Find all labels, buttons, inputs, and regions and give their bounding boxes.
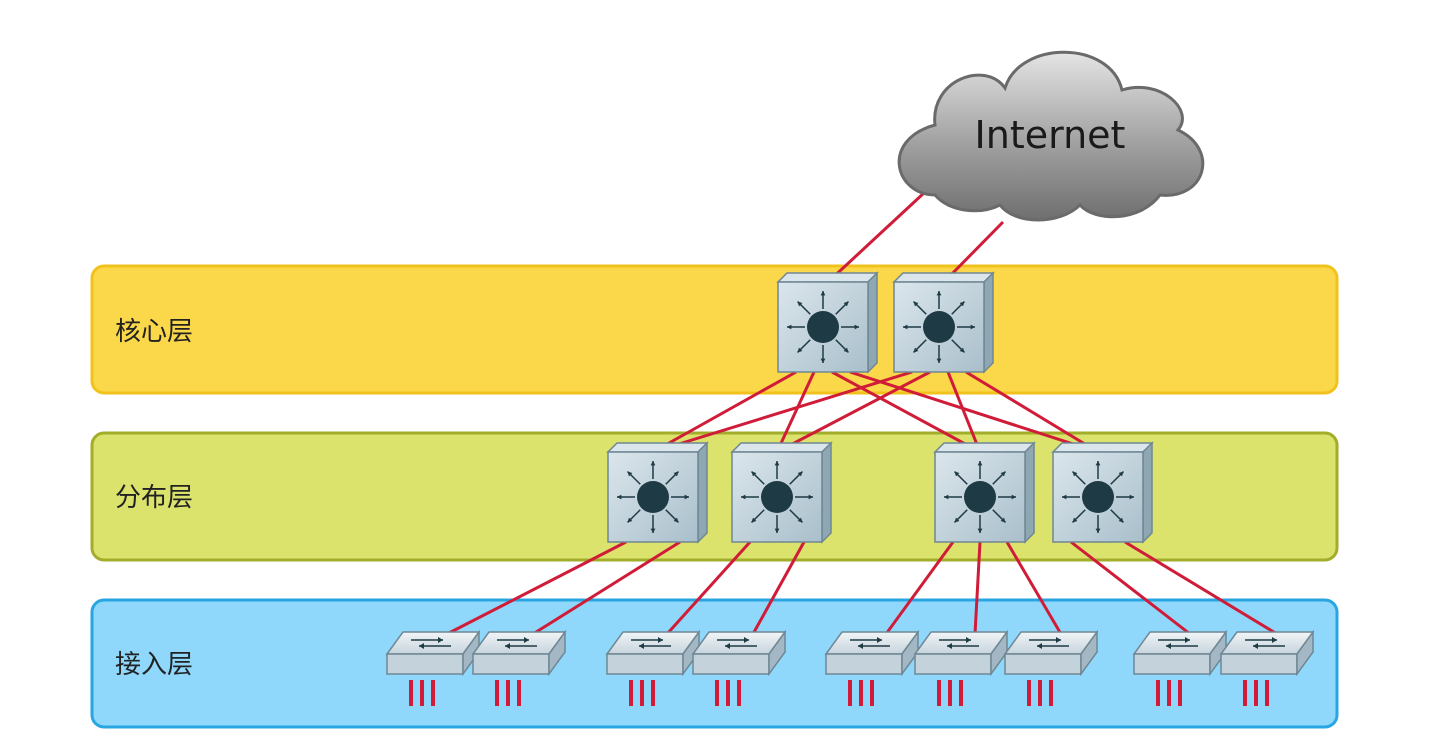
access-switch-icon [691, 629, 787, 706]
access-switch-icon [1003, 629, 1099, 706]
link-core-1-dist-4 [849, 370, 1099, 454]
distribution-layer-label: 分布层 [115, 483, 193, 513]
network-devices [385, 271, 1315, 706]
link-core-1-dist-1 [652, 370, 797, 454]
link-dist-4-acc-9 [1124, 540, 1278, 636]
multilayer-switch-icon [730, 441, 833, 544]
internet-label: Internet [975, 113, 1126, 157]
link-dist-3-acc-6 [973, 541, 982, 635]
link-dist-3-acc-7 [1005, 541, 1063, 635]
link-dist-2-acc-4 [751, 541, 806, 635]
access-layer-label: 接入层 [115, 650, 193, 680]
link-internet-core-2 [942, 220, 1005, 284]
link-dist-4-acc-8 [1070, 540, 1191, 636]
multilayer-switch-icon [933, 441, 1036, 544]
link-lines [446, 190, 1278, 636]
multilayer-switch-icon [606, 441, 709, 544]
access-switch-icon [385, 629, 481, 706]
access-switch-icon [824, 629, 920, 706]
internet-cloud: Internet [897, 50, 1205, 222]
link-dist-1-acc-1 [446, 540, 627, 636]
core-layer-label: 核心层 [115, 317, 193, 347]
link-core-2-dist-2 [776, 370, 931, 454]
link-internet-core-1 [826, 190, 927, 284]
link-dist-1-acc-2 [532, 540, 681, 636]
access-switch-icon [605, 629, 701, 706]
link-dist-3-acc-5 [884, 541, 955, 635]
link-dist-2-acc-3 [665, 540, 752, 636]
access-switch-icon [1219, 629, 1315, 706]
link-core-2-dist-1 [652, 370, 913, 454]
link-core-2-dist-3 [946, 371, 982, 453]
access-switch-icon [1132, 629, 1228, 706]
multilayer-switch-icon [892, 271, 995, 374]
access-switch-icon [471, 629, 567, 706]
core-layer-band [90, 264, 1339, 395]
link-core-1-dist-2 [775, 371, 816, 453]
link-core-2-dist-4 [965, 370, 1099, 454]
multilayer-switch-icon [1051, 441, 1154, 544]
link-core-1-dist-3 [831, 370, 981, 454]
cloud-icon [897, 50, 1205, 222]
access-switch-icon [913, 629, 1009, 706]
multilayer-switch-icon [776, 271, 879, 374]
